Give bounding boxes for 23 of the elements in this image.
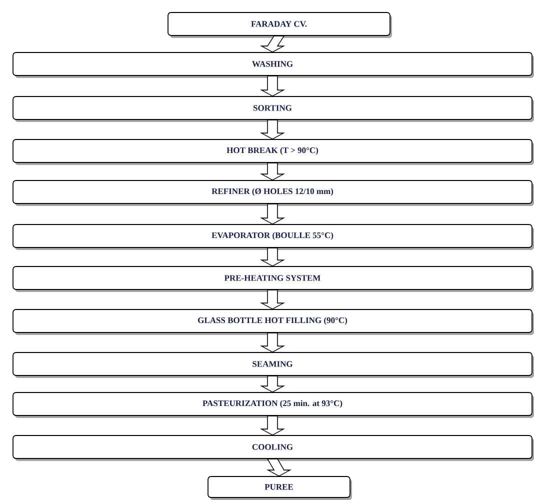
block-arrow xyxy=(266,458,292,476)
process-box: EVAPORATOR (BOULLE 55°C) xyxy=(12,224,534,250)
process-box: SORTING xyxy=(12,96,534,122)
process-box: COOLING xyxy=(12,435,534,461)
block-arrow xyxy=(260,332,286,352)
process-box: PASTEURIZATION (25 min. at 93°C) xyxy=(12,392,534,418)
block-arrow xyxy=(260,120,286,140)
block-arrow xyxy=(260,376,286,392)
process-box: SEAMING xyxy=(12,352,534,378)
block-arrow xyxy=(260,204,286,224)
process-box: PUREE xyxy=(208,476,352,500)
process-box: GLASS BOTTLE HOT FILLING (90°C) xyxy=(12,309,534,335)
process-box: REFINER (Ø HOLES 12/10 mm) xyxy=(12,180,534,206)
process-box: WASHING xyxy=(12,52,534,78)
block-arrow xyxy=(260,162,286,180)
block-arrow xyxy=(260,290,286,310)
block-arrow xyxy=(260,248,286,266)
block-arrow xyxy=(260,36,286,52)
process-box: PRE-HEATING SYSTEM xyxy=(12,266,534,292)
block-arrow xyxy=(260,76,286,96)
process-box: FARADAY CV. xyxy=(168,12,392,38)
block-arrow xyxy=(260,416,286,436)
process-box: HOT BREAK (T > 90°C) xyxy=(12,139,534,165)
